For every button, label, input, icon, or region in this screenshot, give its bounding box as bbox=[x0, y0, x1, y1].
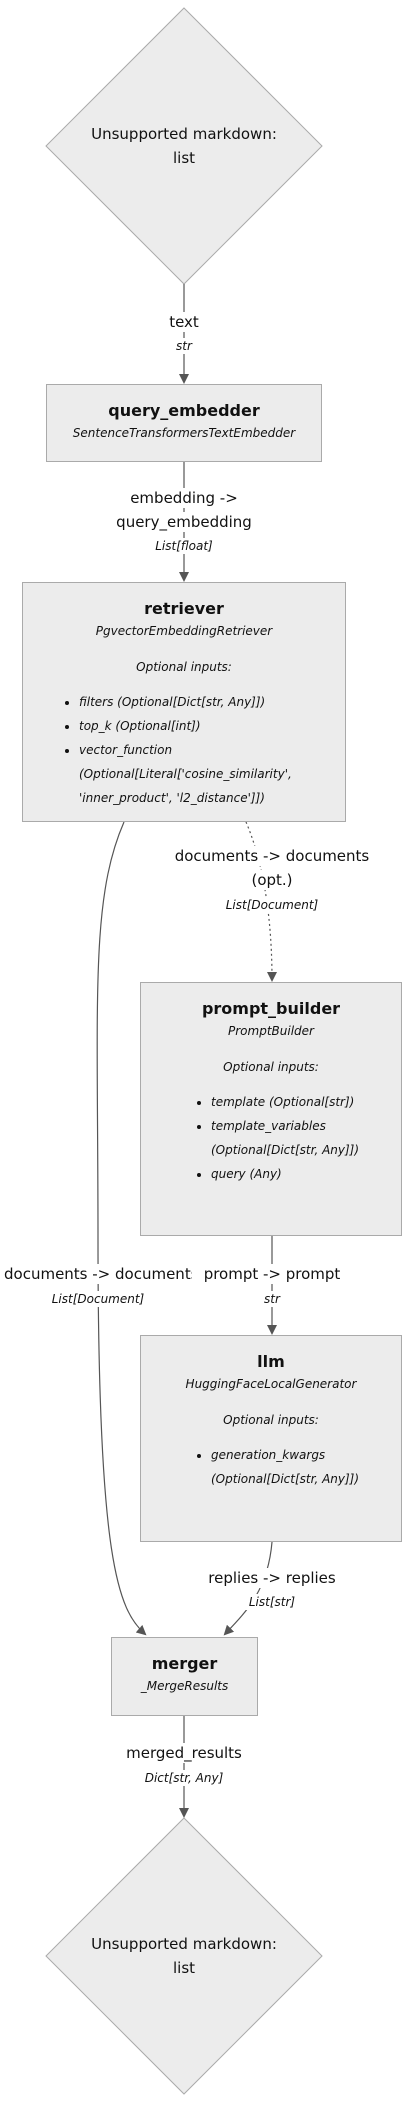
end-node-text: Unsupported markdown: list bbox=[84, 1932, 284, 1980]
edge-text-label: text bbox=[134, 312, 234, 332]
end-line2: list bbox=[172, 1959, 196, 1977]
edge-prompt-type: str bbox=[232, 1291, 312, 1307]
start-line2: list bbox=[172, 149, 196, 167]
retriever-input-cont: (Optional[Literal['cosine_similarity', bbox=[79, 767, 292, 781]
start-line1: Unsupported markdown: bbox=[91, 125, 277, 143]
edge-docs-merger-label: documents -> documents bbox=[4, 1264, 199, 1284]
merger-title: merger bbox=[151, 1654, 218, 1673]
node-query-embedder[interactable]: query_embedder SentenceTransformersTextE… bbox=[46, 384, 322, 462]
edge-embedding-type: List[float] bbox=[104, 538, 264, 554]
query-embedder-class: SentenceTransformersTextEmbedder bbox=[72, 426, 296, 440]
retriever-title: retriever bbox=[144, 599, 224, 618]
prompt-builder-input-cont: (Optional[Dict[str, Any]]) bbox=[211, 1143, 360, 1157]
merger-class: _MergeResults bbox=[140, 1679, 229, 1693]
edge-docs-to-merger bbox=[96, 821, 147, 1636]
retriever-inputs: filters (Optional[Dict[str, Any]]) top_k… bbox=[23, 690, 345, 810]
llm-input-cont: (Optional[Dict[str, Any]]) bbox=[211, 1472, 360, 1486]
query-embedder-title: query_embedder bbox=[108, 401, 260, 420]
edge-replies-label: replies -> replies bbox=[192, 1568, 352, 1588]
edge-docs-prompt-label-line1: documents -> documents bbox=[172, 846, 372, 866]
retriever-input-cont: 'inner_product', 'l2_distance']]) bbox=[79, 791, 265, 805]
edge-docs-to-prompt bbox=[245, 821, 277, 982]
llm-input: generation_kwargs bbox=[211, 1443, 401, 1467]
node-llm[interactable]: llm HuggingFaceLocalGenerator Optional i… bbox=[140, 1335, 402, 1542]
edge-merged-type: Dict[str, Any] bbox=[114, 1770, 254, 1786]
node-prompt-builder[interactable]: prompt_builder PromptBuilder Optional in… bbox=[140, 982, 402, 1236]
prompt-builder-optional-header: Optional inputs: bbox=[223, 1060, 319, 1074]
llm-title: llm bbox=[257, 1352, 285, 1371]
prompt-builder-input: template_variables bbox=[211, 1114, 401, 1138]
node-retriever[interactable]: retriever PgvectorEmbeddingRetriever Opt… bbox=[22, 582, 346, 822]
edge-docs-merger-type: List[Document] bbox=[38, 1291, 158, 1307]
edge-embedding-label-line1: embedding -> bbox=[84, 488, 284, 508]
retriever-input: filters (Optional[Dict[str, Any]]) bbox=[79, 690, 345, 714]
end-line1: Unsupported markdown: bbox=[91, 1935, 277, 1953]
node-merger[interactable]: merger _MergeResults bbox=[111, 1637, 258, 1716]
edge-docs-prompt-type: List[Document] bbox=[212, 897, 332, 913]
prompt-builder-input: template (Optional[str]) bbox=[211, 1090, 401, 1114]
prompt-builder-class: PromptBuilder bbox=[228, 1024, 314, 1038]
retriever-optional-header: Optional inputs: bbox=[136, 660, 232, 674]
start-node-text: Unsupported markdown: list bbox=[84, 122, 284, 170]
retriever-input: top_k (Optional[int]) bbox=[79, 714, 345, 738]
prompt-builder-title: prompt_builder bbox=[201, 999, 341, 1018]
edge-embedding-label-line2: query_embedding bbox=[84, 512, 284, 532]
edge-prompt-label: prompt -> prompt bbox=[192, 1264, 352, 1284]
prompt-builder-inputs: template (Optional[str]) template_variab… bbox=[141, 1090, 401, 1186]
llm-inputs: generation_kwargs (Optional[Dict[str, An… bbox=[141, 1443, 401, 1491]
llm-class: HuggingFaceLocalGenerator bbox=[185, 1377, 357, 1391]
retriever-class: PgvectorEmbeddingRetriever bbox=[95, 624, 273, 638]
end-diamond bbox=[45, 1817, 323, 2095]
llm-optional-header: Optional inputs: bbox=[223, 1413, 319, 1427]
edge-replies-type: List[str] bbox=[222, 1594, 322, 1610]
retriever-input: vector_function bbox=[79, 738, 345, 762]
edge-text-type: str bbox=[134, 338, 234, 354]
edge-docs-prompt-label-line2: (opt.) bbox=[222, 870, 322, 890]
prompt-builder-input: query (Any) bbox=[211, 1162, 401, 1186]
edge-merged-label: merged_results bbox=[104, 1743, 264, 1763]
edge-replies bbox=[223, 1541, 273, 1636]
